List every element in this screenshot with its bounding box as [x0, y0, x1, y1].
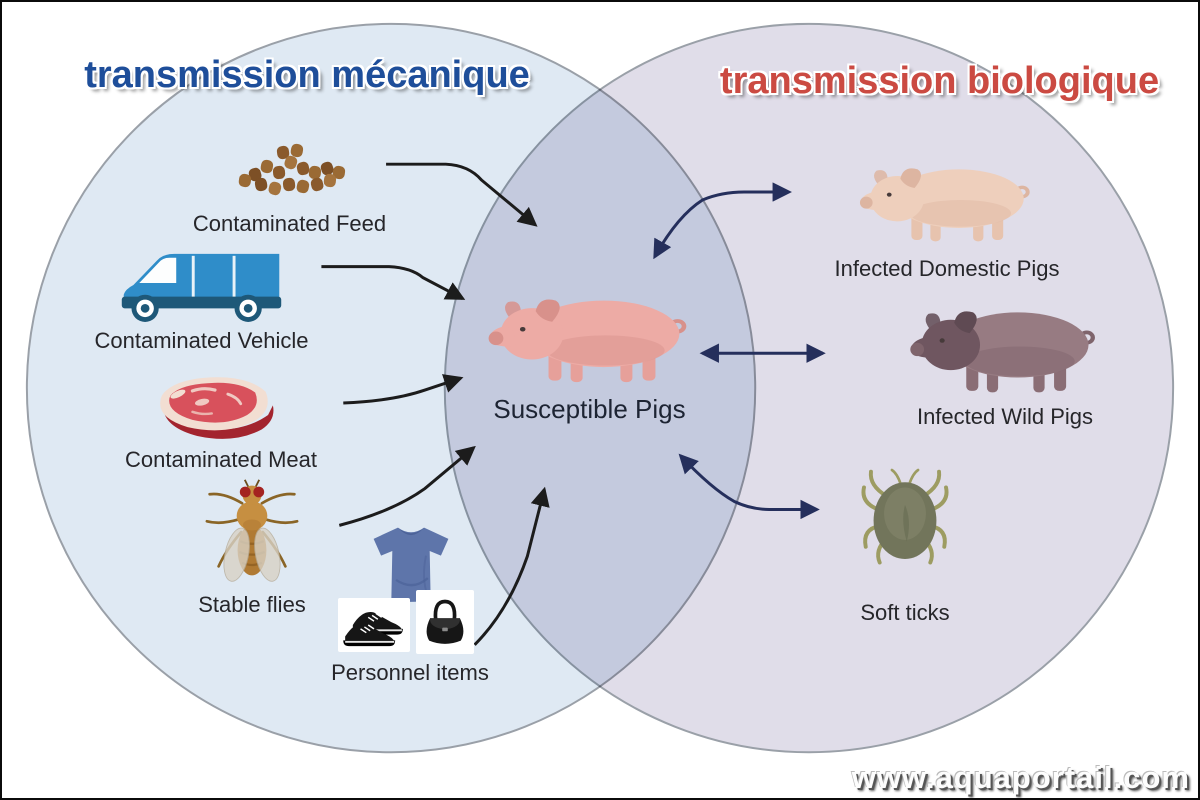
- contaminated-meat-label: Contaminated Meat: [125, 447, 317, 472]
- contaminated-feed-label: Contaminated Feed: [192, 211, 387, 236]
- sneakers-icon: [343, 612, 403, 647]
- contaminated-vehicle-item: Contaminated Vehicle: [74, 246, 329, 354]
- fly-icon: [205, 479, 299, 582]
- contaminated-meat-item: Contaminated Meat: [90, 370, 352, 473]
- susceptible-pigs-item: Susceptible Pigs: [472, 290, 707, 425]
- handbag-icon: [426, 599, 464, 644]
- domestic-pig-icon: [856, 160, 1038, 250]
- susceptible-pigs-label: Susceptible Pigs: [493, 394, 686, 424]
- mechanical-transmission-title: transmission mécanique: [84, 54, 530, 96]
- stable-flies-label: Stable flies: [198, 592, 306, 617]
- watermark: www.aquaportail.com: [851, 760, 1190, 795]
- personnel-items-group: Personnel items: [324, 522, 496, 688]
- contaminated-feed-item: Contaminated Feed: [177, 140, 402, 237]
- infected-wild-pigs-label: Infected Wild Pigs: [916, 404, 1094, 429]
- infected-wild-pigs-item: Infected Wild Pigs: [874, 302, 1136, 430]
- soft-ticks-item: Soft ticks: [814, 466, 996, 626]
- wild-pig-icon: [906, 302, 1104, 402]
- biological-transmission-title: transmission biologique: [719, 60, 1160, 102]
- susceptible-pig-icon: [484, 290, 696, 392]
- contaminated-vehicle-label: Contaminated Vehicle: [94, 328, 309, 353]
- feed-pellets-icon: [238, 143, 345, 196]
- handbag-background: [416, 590, 474, 654]
- infected-domestic-pigs-label: Infected Domestic Pigs: [834, 256, 1060, 281]
- soft-tick-icon: [861, 468, 949, 565]
- personnel-items-label: Personnel items: [331, 660, 489, 685]
- infected-domestic-pigs-item: Infected Domestic Pigs: [817, 160, 1077, 282]
- delivery-van-icon: [121, 253, 282, 322]
- raw-meat-icon: [160, 377, 274, 439]
- stable-flies-item: Stable flies: [152, 478, 352, 618]
- soft-ticks-label: Soft ticks: [860, 600, 950, 625]
- sneakers-background: [338, 598, 410, 652]
